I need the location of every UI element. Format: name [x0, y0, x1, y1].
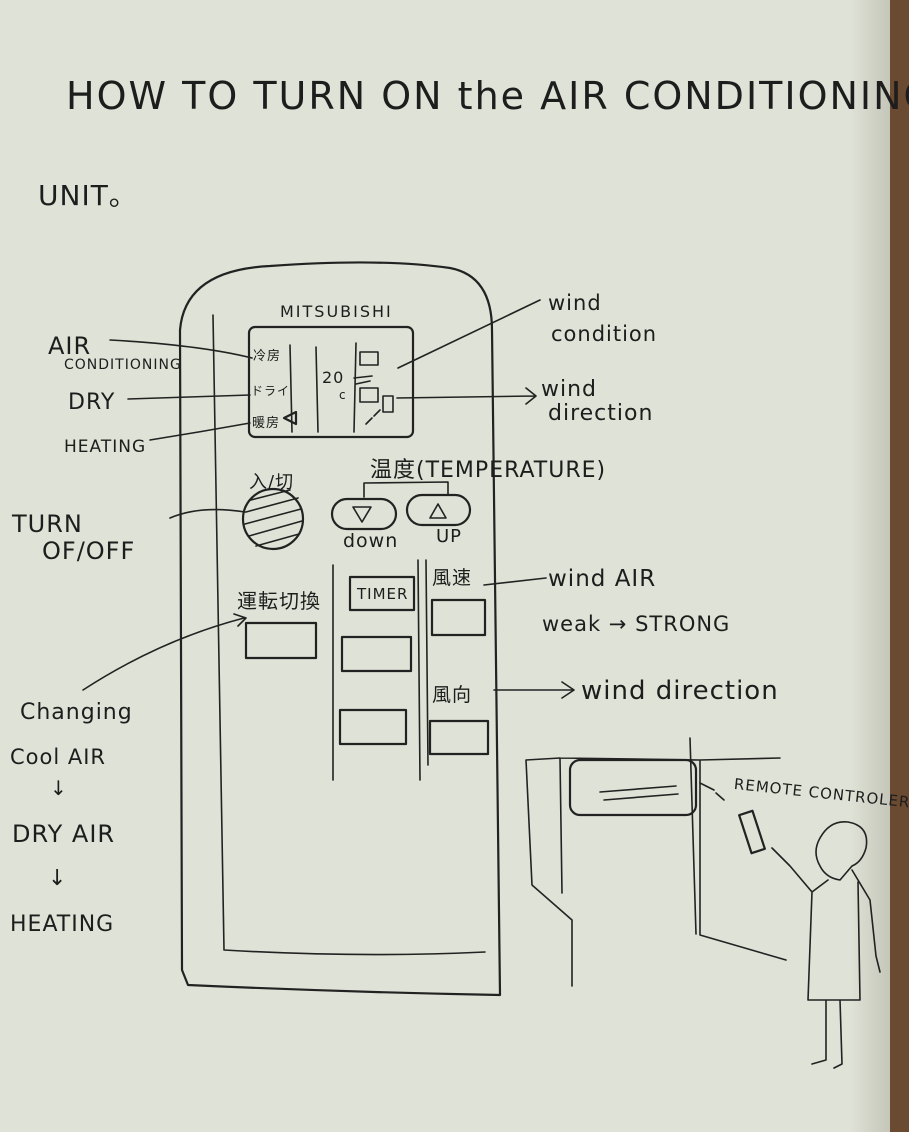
temp-down-button[interactable]: [330, 497, 398, 531]
wind-direction-indicator: [382, 395, 394, 413]
whiteboard: [0, 0, 890, 1132]
timer-button[interactable]: [348, 575, 416, 612]
mode-button[interactable]: [244, 621, 318, 660]
up-triangle-icon: [429, 503, 447, 519]
label-cool-air: Cool AIR: [10, 745, 107, 769]
label-turn-1: TURN: [12, 510, 83, 538]
label-heating: HEATING: [64, 437, 147, 457]
label-changing: Changing: [20, 700, 133, 725]
label-air-conditioning-2: CONDITIONING: [64, 357, 182, 373]
indoor-unit[interactable]: [568, 758, 698, 817]
display-mode-heat: 暖房: [252, 416, 281, 431]
temp-up-button[interactable]: [405, 493, 472, 527]
display-temperature: 20: [322, 368, 345, 387]
remote-in-hand: [738, 809, 766, 855]
mode-button-label: 運転切換: [237, 589, 321, 613]
middle-button-2[interactable]: [340, 635, 413, 673]
remote-display: [247, 325, 415, 439]
power-button[interactable]: [241, 487, 305, 551]
label-air-conditioning-1: AIR: [48, 332, 92, 360]
label-wind-air-1: wind AIR: [548, 566, 657, 592]
arrow-down-2-icon: ↓: [48, 866, 68, 891]
up-label: UP: [436, 526, 463, 547]
label-dry: DRY: [68, 390, 116, 415]
display-mode-dry: ドライ: [251, 384, 291, 398]
remote-outline: [178, 261, 502, 997]
fan-speed-label: 風速: [432, 567, 473, 589]
unit-label: UNIT。: [38, 179, 138, 212]
remote-brand: MITSUBISHI: [280, 302, 393, 321]
label-dry-air: DRY AIR: [12, 820, 116, 848]
label-wind-direction-1: wind: [541, 377, 598, 402]
person-figure[interactable]: [771, 821, 881, 1069]
label-wind-condition-1: wind: [548, 291, 602, 315]
vane-label: 風向: [432, 684, 473, 706]
display-mode-cool: 冷房: [253, 349, 282, 364]
fan-speed-button[interactable]: [430, 598, 487, 637]
label-wind-direction-long: wind direction: [581, 676, 779, 706]
vane-button[interactable]: [428, 719, 490, 756]
room-wall: [525, 737, 787, 987]
label-wind-air-2: weak → STRONG: [542, 612, 731, 636]
arrow-down-1-icon: ↓: [50, 776, 68, 800]
power-button-label: 入/切: [249, 472, 295, 493]
remote-inner-outline: [212, 314, 486, 956]
label-heating-step: HEATING: [10, 912, 115, 937]
label-turn-2: OF/OFF: [42, 537, 136, 565]
timer-label: TIMER: [357, 585, 409, 603]
display-temp-unit: c: [339, 388, 347, 402]
mode-pointer-icon: [282, 410, 298, 426]
down-triangle-icon: [352, 506, 372, 523]
label-wind-condition-2: condition: [551, 322, 658, 346]
page-title: HOW TO TURN ON the AIR CONDITIONING: [66, 74, 909, 118]
down-label: down: [343, 530, 399, 552]
label-wind-direction-2: direction: [548, 401, 654, 426]
middle-button-3[interactable]: [338, 708, 408, 746]
temperature-label: 温度(TEMPERATURE): [370, 458, 607, 483]
